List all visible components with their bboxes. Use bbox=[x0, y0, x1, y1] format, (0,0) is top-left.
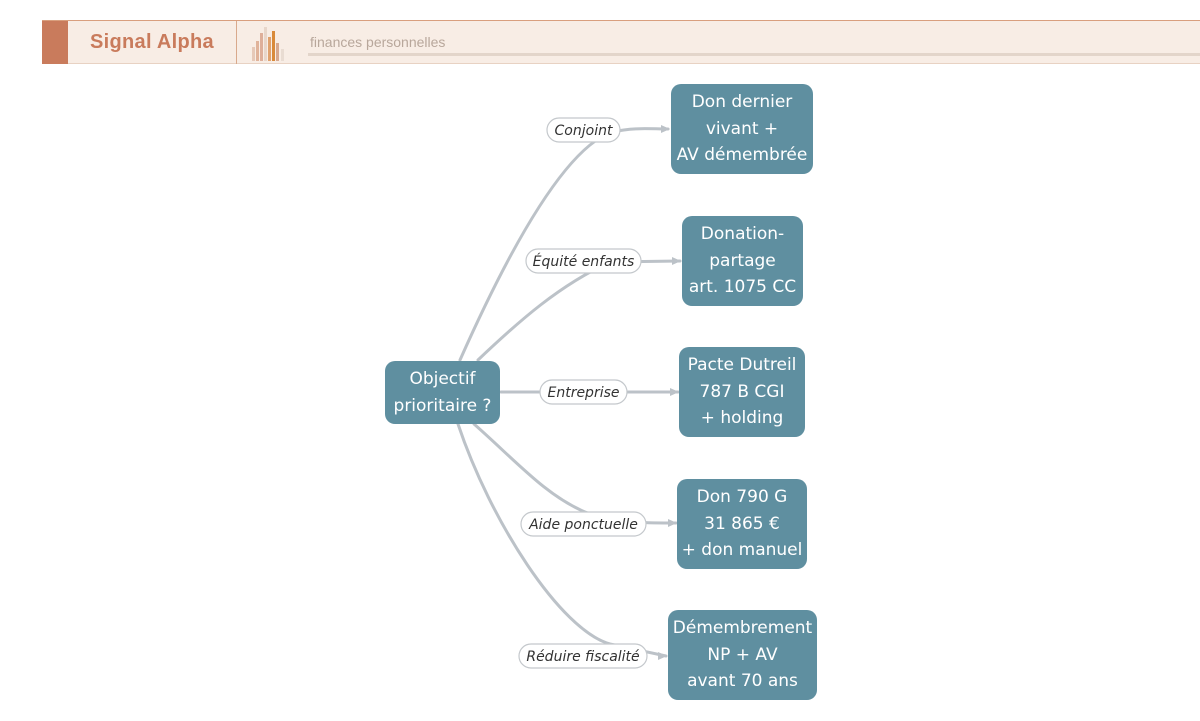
root-node[interactable]: Objectif prioritaire ? bbox=[385, 361, 500, 424]
node-line: avant 70 ans bbox=[687, 671, 798, 692]
root-node-line: Objectif bbox=[409, 369, 476, 389]
node-line: art. 1075 CC bbox=[688, 277, 797, 298]
node-line: Donation- bbox=[700, 224, 785, 245]
edge-label-equite-enfants[interactable]: Équité enfants bbox=[525, 248, 642, 274]
tagline-underline bbox=[308, 53, 1200, 56]
brand-color-block bbox=[42, 21, 68, 64]
svg-text:Aide ponctuelle: Aide ponctuelle bbox=[528, 517, 638, 533]
node-line: 787 B CGI bbox=[699, 381, 785, 402]
edge-aide-ponctuelle bbox=[472, 422, 678, 525]
node-line: vivant + bbox=[705, 118, 779, 139]
tagline: finances personnelles bbox=[310, 34, 446, 50]
edges bbox=[456, 127, 682, 658]
svg-text:Conjoint: Conjoint bbox=[555, 123, 613, 139]
node-line: 31 865 € bbox=[704, 513, 780, 534]
node-line: NP + AV bbox=[707, 644, 778, 665]
node-line: + don manuel bbox=[681, 540, 803, 561]
node-line: Pacte Dutreil bbox=[687, 355, 797, 376]
node-line: Don dernier bbox=[691, 92, 793, 113]
node-donation-partage[interactable]: Donation- partage art. 1075 CC bbox=[682, 216, 803, 306]
edge-label-conjoint[interactable]: Conjoint bbox=[546, 117, 621, 143]
node-don-dernier-vivant[interactable]: Don dernier vivant + AV démembrée bbox=[671, 84, 813, 174]
edge-conjoint bbox=[458, 127, 670, 362]
node-line: Don 790 G bbox=[696, 487, 788, 508]
edge-label-aide-ponctuelle[interactable]: Aide ponctuelle bbox=[520, 511, 647, 537]
node-demembrement[interactable]: Démembrement NP + AV avant 70 ans bbox=[668, 610, 817, 700]
edge-equite-enfants bbox=[476, 259, 682, 362]
edge-reduire-fiscalite bbox=[456, 422, 668, 658]
edge-label-entreprise[interactable]: Entreprise bbox=[539, 379, 628, 405]
bar-chart-icon bbox=[252, 27, 284, 61]
brand-name[interactable]: Signal Alpha bbox=[90, 31, 214, 53]
node-line: partage bbox=[709, 250, 776, 271]
header-divider bbox=[236, 21, 237, 64]
header-banner: Signal Alpha finances personnelles bbox=[42, 20, 1200, 64]
svg-text:Réduire fiscalité: Réduire fiscalité bbox=[526, 649, 640, 665]
edge-label-reduire-fiscalite[interactable]: Réduire fiscalité bbox=[518, 643, 648, 669]
svg-text:Entreprise: Entreprise bbox=[547, 385, 619, 401]
node-don-790g[interactable]: Don 790 G 31 865 € + don manuel bbox=[677, 479, 807, 569]
node-pacte-dutreil[interactable]: Pacte Dutreil 787 B CGI + holding bbox=[679, 347, 805, 437]
node-line: AV démembrée bbox=[676, 145, 808, 166]
node-line: Démembrement bbox=[672, 618, 813, 639]
arrowheads bbox=[658, 125, 681, 660]
node-line: + holding bbox=[700, 408, 784, 429]
svg-text:Équité enfants: Équité enfants bbox=[533, 253, 635, 270]
root-node-line: prioritaire ? bbox=[393, 395, 492, 416]
